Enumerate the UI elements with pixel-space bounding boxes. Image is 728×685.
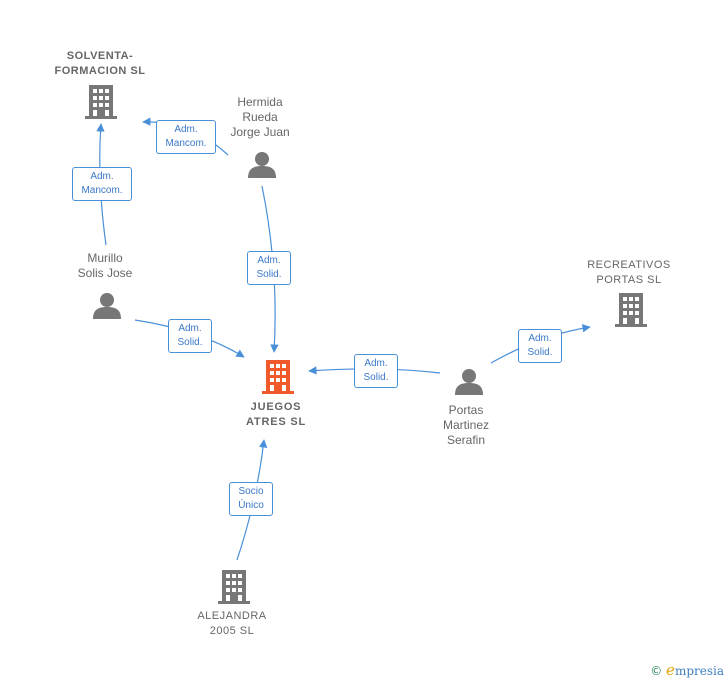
person-icon-portas[interactable] [455, 369, 483, 395]
node-label-murillo[interactable]: Murillo Solis Jose [77, 251, 133, 280]
role-label-murillo-juegos: Adm. Solid. [168, 319, 212, 353]
role-label-hermida-solventa: Adm. Mancom. [156, 120, 216, 154]
role-label-hermida-juegos: Adm. Solid. [247, 251, 291, 285]
node-label-solventa[interactable]: SOLVENTA- FORMACION SL [54, 50, 146, 77]
empresia-watermark: © empresia [650, 661, 724, 679]
building-icon-recreativos[interactable] [615, 293, 647, 327]
node-label-juegos-atres[interactable]: JUEGOS ATRES SL [246, 401, 306, 428]
building-icon-juegos-atres[interactable] [262, 360, 294, 394]
role-label-alejandra-juegos: Socio Único [229, 482, 273, 516]
person-icon-murillo[interactable] [93, 293, 121, 319]
person-icon-hermida[interactable] [248, 152, 276, 178]
role-label-murillo-solventa: Adm. Mancom. [72, 167, 132, 201]
brand-name: mpresia [674, 664, 724, 678]
node-label-recreativos[interactable]: RECREATIVOS PORTAS SL [587, 259, 671, 286]
brand-initial: e [666, 661, 675, 679]
role-label-portas-recreativos: Adm. Solid. [518, 329, 562, 363]
node-label-portas[interactable]: Portas Martinez Serafin [442, 403, 489, 447]
copyright-symbol: © [650, 664, 663, 678]
building-icon-alejandra[interactable] [218, 570, 250, 604]
building-icon-solventa[interactable] [85, 85, 117, 119]
node-label-hermida[interactable]: Hermida Rueda Jorge Juan [230, 95, 290, 139]
role-label-portas-juegos: Adm. Solid. [354, 354, 398, 388]
node-label-alejandra[interactable]: ALEJANDRA 2005 SL [197, 610, 267, 637]
